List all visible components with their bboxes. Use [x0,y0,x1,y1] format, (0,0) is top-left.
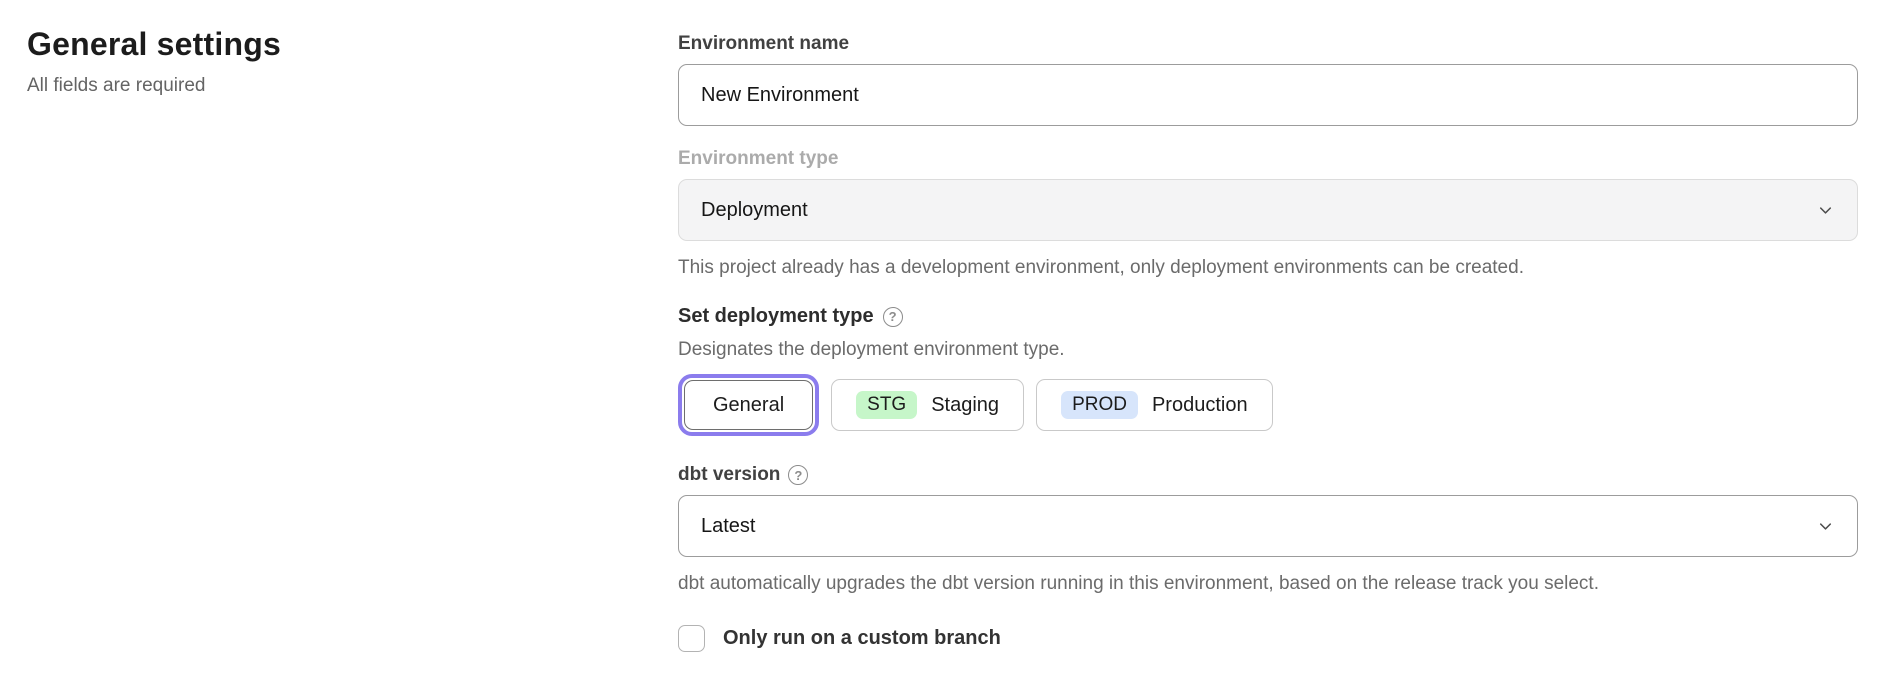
dbt-version-label: dbt version ? [678,464,1858,486]
deployment-type-staging-button[interactable]: STG Staging [831,379,1025,431]
environment-name-label: Environment name [678,33,850,54]
deployment-type-production-button[interactable]: PROD Production [1036,379,1273,431]
environment-name-input[interactable] [678,64,1858,126]
general-option-selected-ring: General [678,374,820,436]
environment-type-helper: This project already has a development e… [678,257,1524,278]
general-option-label: General [713,393,785,416]
environment-type-label: Environment type [678,148,839,169]
environment-settings-form: Environment name Environment type Deploy… [678,33,1858,652]
staging-badge: STG [856,391,918,419]
environment-type-value: Deployment [701,198,808,221]
custom-branch-label[interactable]: Only run on a custom branch [723,627,1001,649]
deployment-type-helper: Designates the deployment environment ty… [678,339,1065,360]
dbt-version-value: Latest [701,514,756,537]
help-icon[interactable]: ? [788,465,809,485]
deployment-type-general-button[interactable]: General [684,380,814,430]
deployment-type-options: General STG Staging PROD Production [678,374,1858,436]
deployment-type-label: Set deployment type ? [678,305,1858,328]
settings-header: General settings All fields are required [27,26,587,97]
dbt-version-helper: dbt automatically upgrades the dbt versi… [678,573,1599,594]
environment-type-select[interactable]: Deployment [678,179,1858,241]
custom-branch-row: Only run on a custom branch [678,625,1858,652]
help-icon[interactable]: ? [882,306,903,327]
production-badge: PROD [1061,391,1138,419]
dbt-version-label-text: dbt version [678,464,781,485]
deployment-type-label-text: Set deployment type [678,305,874,327]
page-title: General settings [27,26,281,62]
chevron-down-icon [1816,201,1835,220]
custom-branch-checkbox[interactable] [678,625,705,652]
dbt-version-select[interactable]: Latest [678,495,1858,557]
chevron-down-icon [1816,517,1835,536]
staging-option-label: Staging [931,393,1000,416]
page-subtitle: All fields are required [27,75,206,96]
production-option-label: Production [1151,393,1248,416]
